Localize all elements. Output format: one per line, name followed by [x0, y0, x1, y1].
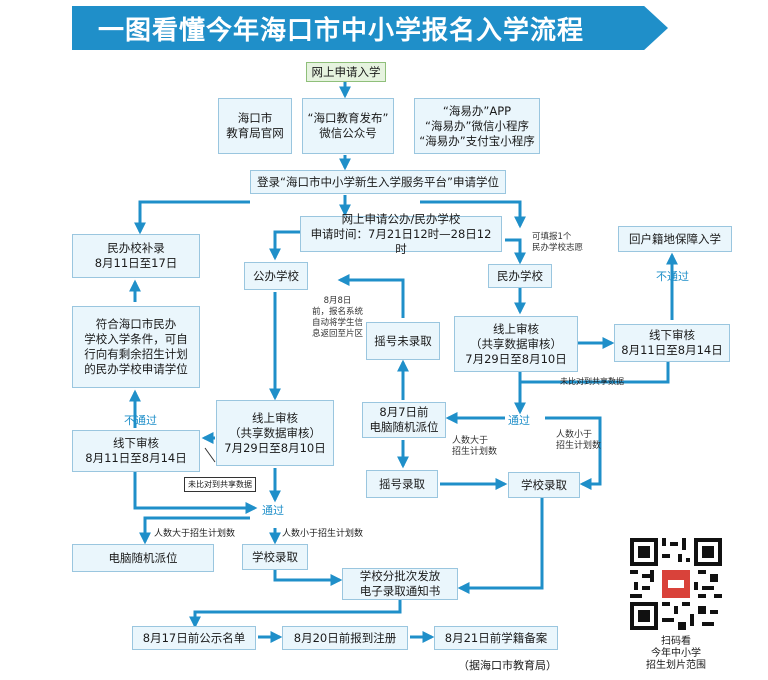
- less-than-plan-right: 人数小于 招生计划数: [556, 430, 602, 451]
- source-credit: （据海口市教育局）: [458, 659, 557, 672]
- online-apply-box: 网上申请入学: [306, 62, 386, 82]
- offline-review-left-box: 线下审核 8月11日至8月14日: [72, 430, 200, 472]
- qr-caption: 扫码看 今年中小学 招生划片范围: [646, 636, 706, 671]
- more-than-plan-left: 人数大于招生计划数: [154, 529, 236, 539]
- publish-list-box: 8月17日前公示名单: [132, 626, 256, 650]
- not-shared-right-label: 未比对到共享数据: [560, 377, 624, 386]
- wechat-account-box: “海口教育发布” 微信公众号: [302, 98, 394, 154]
- apply-public-private-box: 网上申请公办/民办学校 申请时间：7月21日12时—28日12时: [300, 212, 502, 256]
- lottery-admit-box: 摇号录取: [366, 470, 438, 498]
- student-record-box: 8月21日前学籍备案: [434, 626, 558, 650]
- computer-assign-box: 电脑随机派位: [72, 544, 214, 572]
- page-title: 一图看懂今年海口市中小学报名入学流程: [98, 16, 585, 46]
- batch-notice-box: 学校分批次发放 电子录取通知书: [342, 568, 458, 600]
- lottery-fail-box: 摇号未录取: [366, 322, 440, 360]
- app-channels-box: “海易办”APP “海易办”微信小程序 “海易办”支付宝小程序: [414, 98, 540, 154]
- online-review-private-box: 线上审核 （共享数据审核） 7月29日至8月10日: [454, 316, 578, 372]
- pass-label-right: 通过: [508, 414, 530, 427]
- eligible-private-box: 符合海口市民办 学校入学条件，可自 行向有剩余招生计划 的民办学校申请学位: [72, 306, 200, 388]
- qr-code-icon[interactable]: [630, 538, 722, 630]
- fail-label-right: 不通过: [656, 270, 689, 283]
- not-shared-left-tag: 未比对到共享数据: [184, 477, 256, 492]
- public-school-box: 公办学校: [244, 262, 308, 290]
- lottery-assign-box: 8月7日前 电脑随机派位: [362, 402, 446, 438]
- online-review-public-box: 线上审核 （共享数据审核） 7月29日至8月10日: [216, 400, 334, 466]
- school-admit-right-box: 学校录取: [508, 472, 580, 498]
- less-than-plan-left: 人数小于招生计划数: [282, 529, 364, 539]
- title-banner: [72, 6, 668, 50]
- fail-label-left: 不通过: [124, 414, 157, 427]
- report-register-box: 8月20日前报到注册: [282, 626, 408, 650]
- school-admit-left-box: 学校录取: [242, 544, 308, 570]
- offline-review-right-box: 线下审核 8月11日至8月14日: [614, 324, 730, 362]
- pass-label-left: 通过: [262, 504, 284, 517]
- private-school-box: 民办学校: [488, 264, 552, 288]
- private-supplement-box: 民办校补录 8月11日至17日: [72, 234, 200, 278]
- more-than-plan-right: 人数大于 招生计划数: [452, 436, 498, 457]
- login-platform-box: 登录“海口市中小学新生入学服务平台”申请学位: [250, 170, 506, 194]
- choose-one-private-note: 可填报1个 民办学校志愿: [532, 232, 584, 253]
- aug8-note: 8月8日 前，报名系统 自动将学生信 息返回至片区: [312, 296, 364, 339]
- return-guarantee-box: 回户籍地保障入学: [618, 226, 732, 252]
- bureau-site-box: 海口市 教育局官网: [218, 98, 292, 154]
